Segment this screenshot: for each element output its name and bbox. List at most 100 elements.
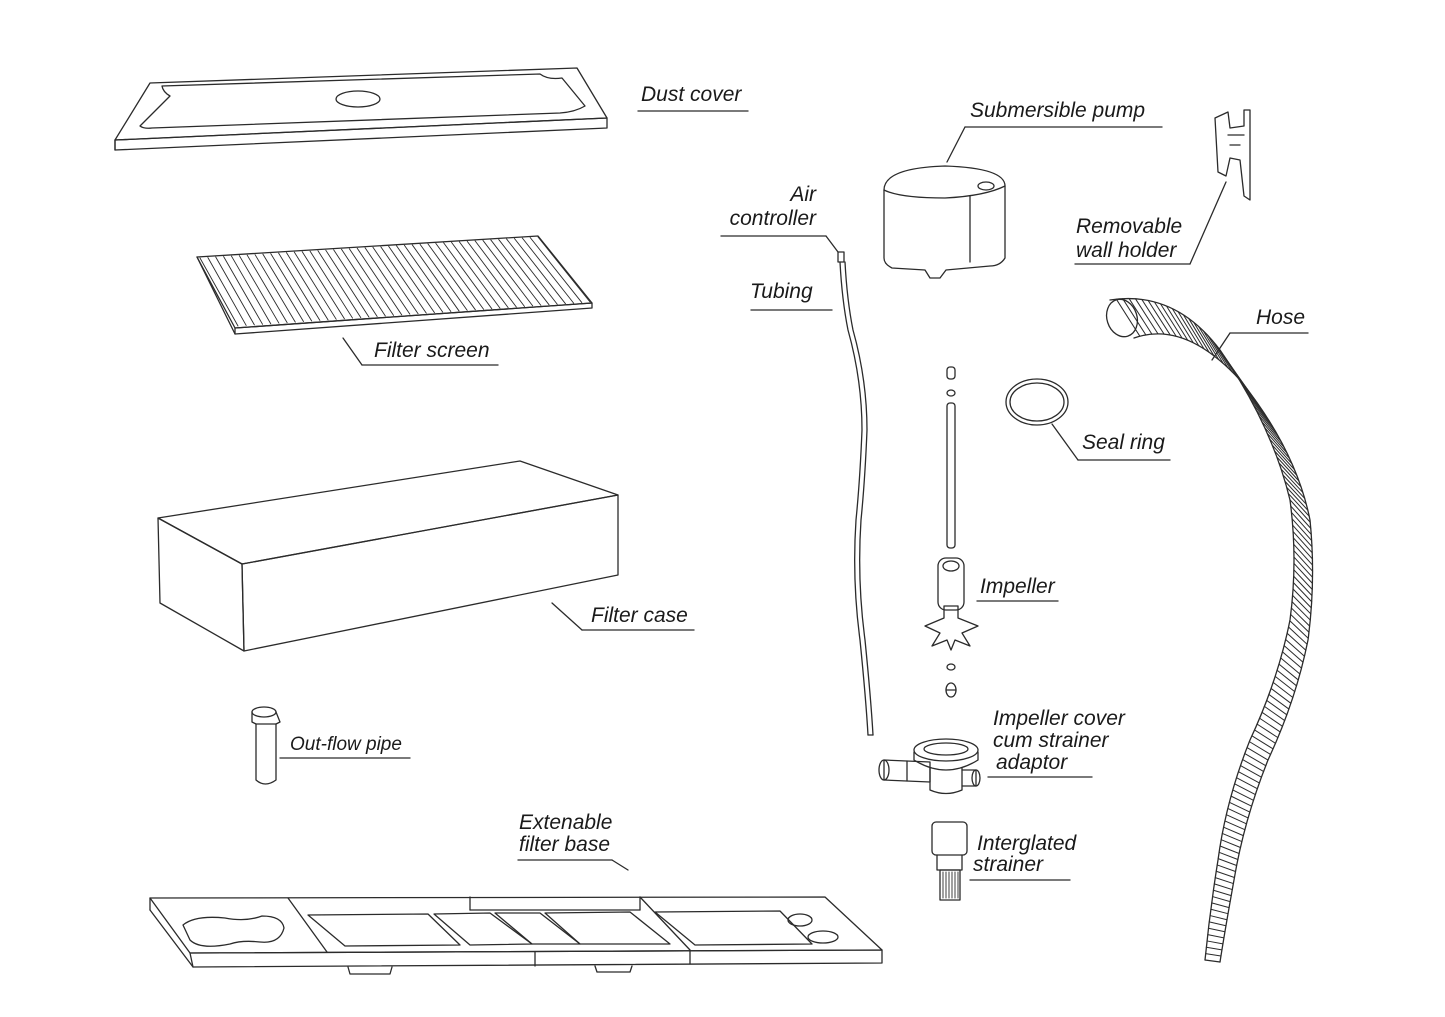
filter-case-leader	[551, 602, 583, 631]
hose-ring	[1202, 330, 1224, 365]
screen-rib	[372, 246, 419, 315]
filter-screen-leader	[342, 337, 363, 366]
hose-ring	[1221, 832, 1243, 843]
impeller-drawing	[924, 366, 979, 698]
screen-rib	[490, 239, 542, 306]
hose-ring	[1276, 669, 1298, 687]
label-tubing: Tubing	[750, 280, 813, 303]
hose-ring	[1286, 486, 1309, 511]
hose-ring	[1207, 934, 1225, 939]
hose-ring	[1290, 607, 1311, 627]
screen-rib	[207, 257, 247, 326]
hose-ring	[1248, 741, 1272, 755]
screen-rib	[309, 250, 354, 319]
hose-ring	[1210, 908, 1229, 915]
wall-holder-drawing	[1214, 109, 1251, 201]
screen-rib	[215, 256, 255, 326]
screen-rib	[451, 241, 501, 309]
screen-rib	[458, 241, 509, 309]
screen-rib	[529, 237, 583, 304]
hose-ring	[1232, 789, 1254, 801]
hose-ring	[1225, 814, 1247, 825]
label-filter-screen: Filter screen	[374, 339, 490, 362]
impeller-cover-drawing	[878, 738, 981, 795]
label-strainer-line1: Interglated	[977, 832, 1077, 855]
label-impeller-cover-line1: Impeller cover	[993, 707, 1125, 730]
label-submersible-pump: Submersible pump	[970, 99, 1146, 122]
screen-rib	[364, 247, 411, 315]
screen-rib	[348, 248, 394, 316]
hose-ring	[1289, 499, 1311, 523]
screen-rib	[427, 243, 476, 311]
screen-rib	[388, 245, 435, 314]
dust-cover-drawing	[114, 67, 608, 151]
hose-ring	[1219, 845, 1240, 854]
screen-rib	[466, 240, 517, 308]
hose-ring	[1266, 699, 1288, 716]
hose-ring	[1278, 462, 1302, 488]
hose-ring	[1147, 299, 1171, 336]
screen-rib	[278, 252, 321, 321]
label-air-controller-line2: controller	[729, 207, 816, 230]
wall-holder-leader	[1189, 181, 1227, 265]
hose-ring	[1239, 765, 1262, 778]
hose-ring	[1224, 820, 1246, 831]
hose-ring	[1141, 298, 1165, 335]
hose-ring	[1284, 480, 1307, 505]
hose-ring	[1246, 392, 1270, 422]
hose-ring	[1287, 493, 1310, 517]
hose-ring	[1242, 759, 1265, 772]
filter-base-leader	[611, 859, 629, 871]
label-impeller-cover-line2: cum strainer	[993, 729, 1109, 752]
hose-ring	[1289, 620, 1309, 639]
hose-ring	[1159, 303, 1183, 339]
screen-rib	[254, 254, 296, 323]
hose-ring	[1256, 723, 1279, 739]
hose-ring	[1293, 543, 1314, 566]
hose-ring	[1206, 940, 1224, 945]
hose-ring	[1280, 657, 1301, 675]
hose-ring	[1274, 675, 1296, 693]
hose-ring	[1223, 826, 1244, 837]
screen-rib	[301, 251, 345, 320]
hose-ring	[1115, 298, 1141, 337]
hose-ring	[1207, 927, 1226, 933]
hose-ring	[1252, 404, 1276, 432]
hose-ring	[1282, 474, 1306, 499]
label-seal-ring: Seal ring	[1082, 431, 1165, 454]
screen-rib	[435, 242, 485, 310]
screen-rib	[403, 244, 452, 312]
hose-ring	[1292, 524, 1313, 548]
seal-ring-leader	[1051, 423, 1079, 461]
hose-ring	[1240, 381, 1263, 412]
tubing-drawing	[837, 251, 874, 736]
screen-rib	[521, 237, 575, 304]
hose-ring	[1235, 777, 1258, 790]
hose-ring	[1165, 305, 1189, 341]
hose-ring	[1216, 864, 1236, 873]
hose-ring	[1211, 339, 1233, 373]
label-wall-holder-line1: Removable	[1076, 215, 1183, 238]
hose-ring	[1293, 556, 1314, 578]
hose-ring	[1230, 795, 1253, 807]
seal-ring-drawing	[1005, 378, 1069, 426]
hose-ring	[1212, 889, 1232, 897]
hose-ring	[1193, 321, 1215, 357]
label-filter-base-line1: Extenable	[519, 811, 613, 834]
screen-rib	[286, 252, 329, 321]
hose-ring	[1288, 626, 1308, 645]
hose-ring	[1188, 317, 1210, 353]
label-strainer-line2: strainer	[973, 853, 1044, 876]
strainer-drawing	[931, 821, 968, 901]
hose-ring	[1290, 511, 1312, 535]
filter-case-drawing	[157, 460, 619, 652]
screen-rib	[482, 239, 534, 307]
hose-ring	[1292, 588, 1312, 609]
screen-rib	[341, 248, 386, 317]
hose-ring	[1293, 550, 1314, 572]
hose-ring	[1214, 877, 1234, 885]
label-air-controller-line1: Air	[790, 183, 816, 206]
hose-ring	[1272, 681, 1294, 698]
hose-ring	[1228, 801, 1251, 813]
